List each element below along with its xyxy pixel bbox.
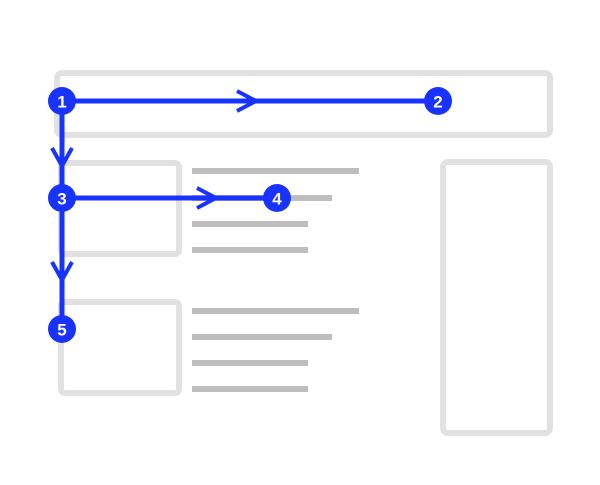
arrow-right-icon	[236, 89, 261, 113]
arrow-down-icon	[50, 147, 74, 171]
step-label: 5	[57, 321, 66, 340]
scan-path	[50, 89, 438, 329]
step-label: 3	[57, 190, 66, 209]
step-node-1: 1	[48, 87, 76, 115]
text-block-2	[192, 308, 359, 392]
step-label: 2	[433, 93, 442, 112]
step-node-2: 2	[424, 87, 452, 115]
wireframe	[54, 70, 553, 436]
image-placeholder-2	[58, 299, 182, 396]
step-node-3: 3	[48, 184, 76, 212]
image-placeholder-1	[58, 160, 182, 257]
step-label: 1	[57, 93, 66, 112]
step-nodes: 1 2 3 4 5	[48, 87, 452, 343]
arrow-right-icon	[196, 186, 221, 210]
step-node-4: 4	[263, 184, 291, 212]
arrow-down-icon	[50, 261, 74, 285]
step-node-5: 5	[48, 315, 76, 343]
step-label: 4	[272, 190, 282, 209]
sidebar	[440, 159, 553, 436]
header-bar	[54, 70, 553, 138]
